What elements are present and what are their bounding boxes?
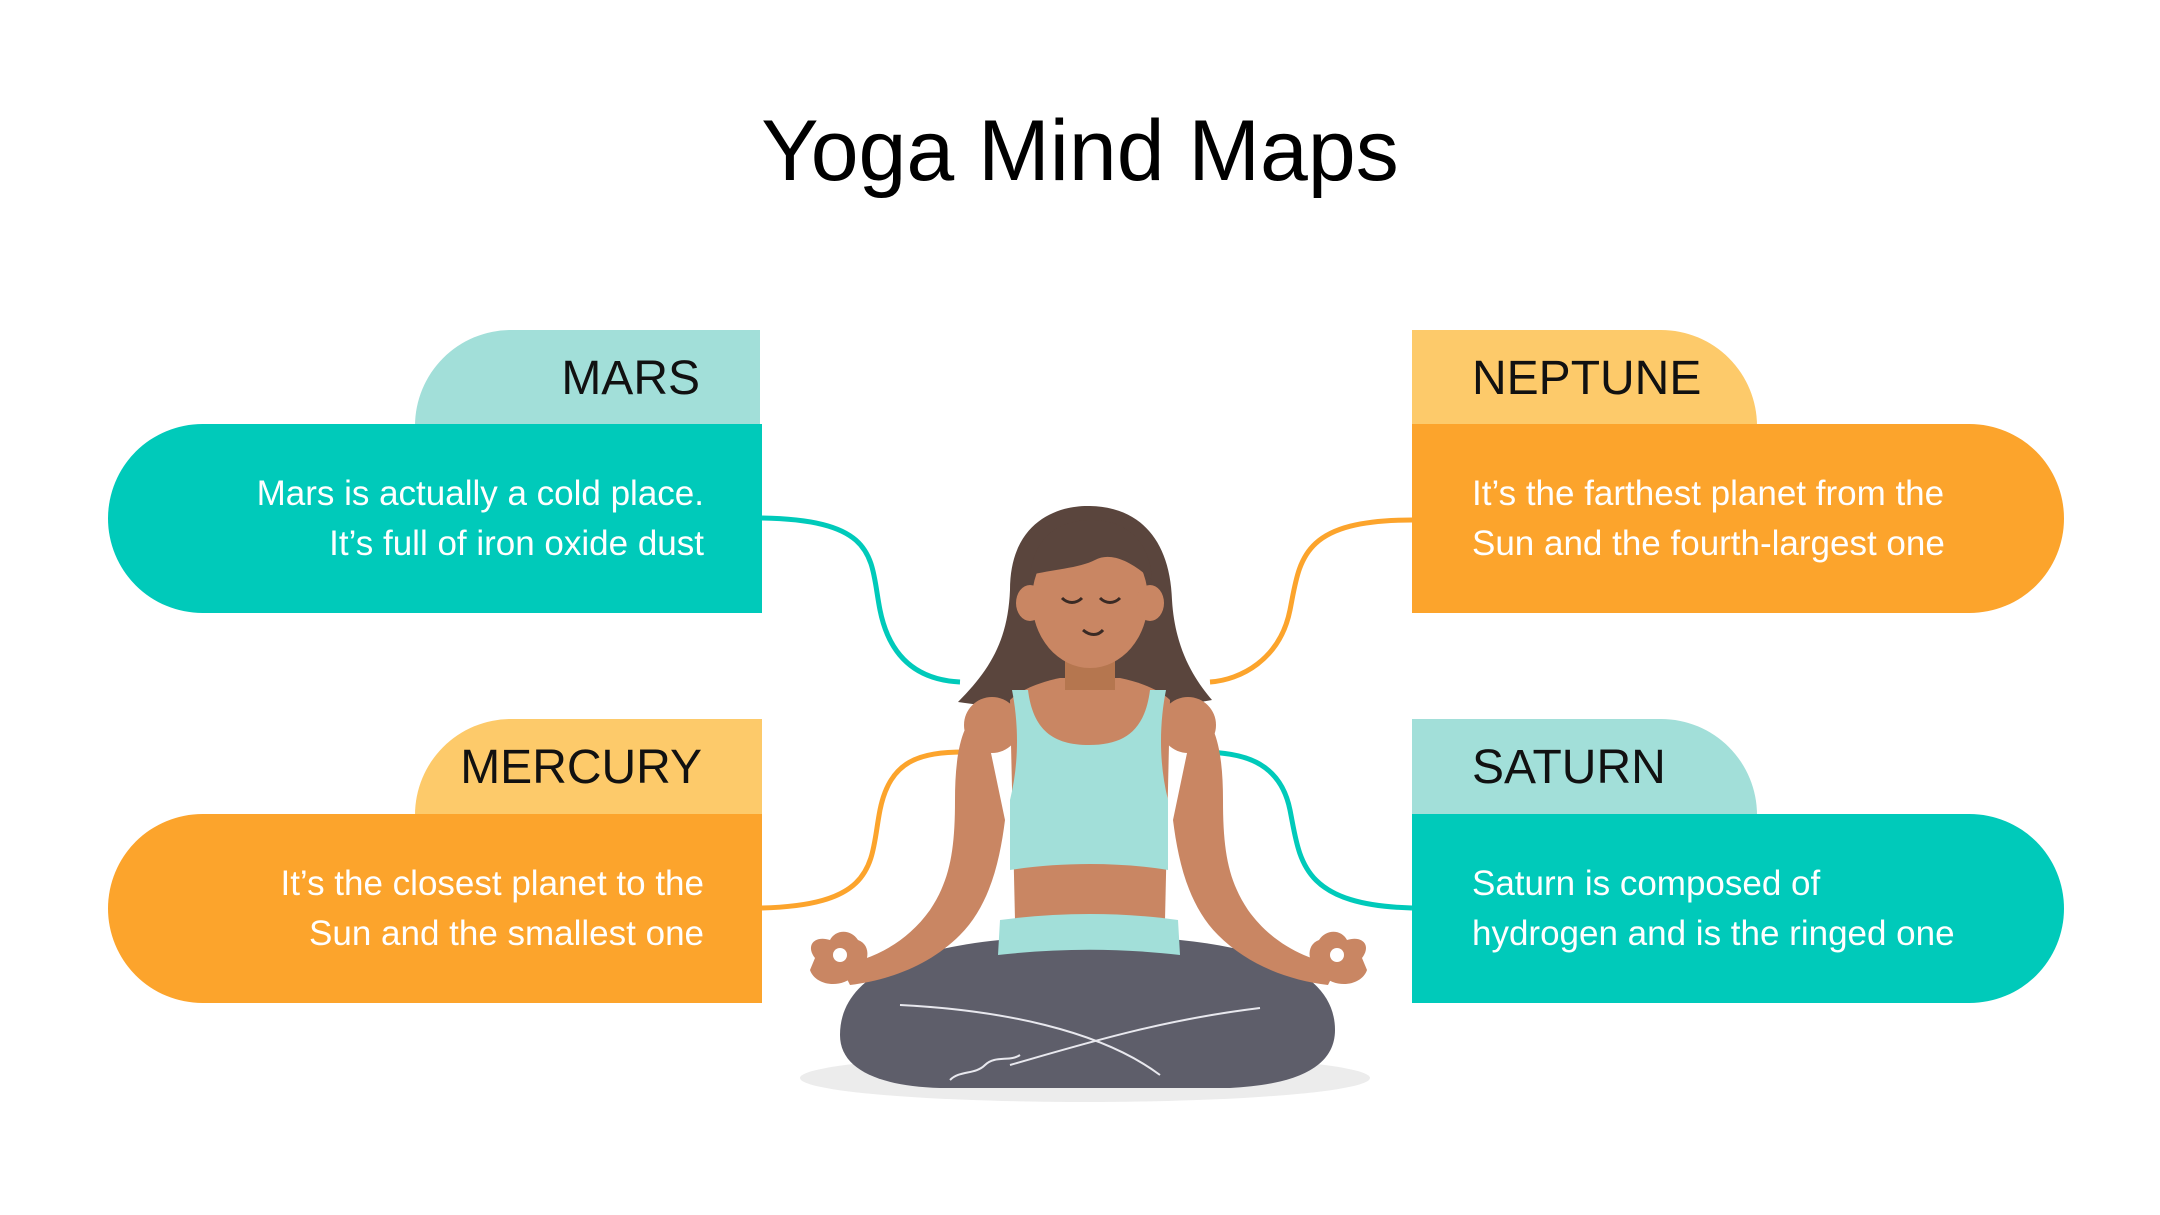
node-mars-body: Mars is actually a cold place. It’s full… [108, 424, 762, 613]
node-neptune-body: It’s the farthest planet from the Sun an… [1412, 424, 2064, 613]
connector-saturn [1199, 749, 1413, 911]
node-neptune-tab: NEPTUNE [1412, 330, 1757, 426]
node-saturn-body: Saturn is composed of hydrogen and is th… [1412, 814, 2064, 1003]
node-saturn-text: Saturn is composed of hydrogen and is th… [1472, 863, 1955, 953]
node-mercury-label: MERCURY [460, 740, 702, 794]
page-title: Yoga Mind Maps [761, 103, 1399, 199]
node-mars-tab: MARS [415, 330, 760, 426]
node-mars-label: MARS [561, 351, 700, 405]
node-mercury-text: It’s the closest planet to the Sun and t… [280, 863, 704, 953]
node-saturn-label: SATURN [1472, 740, 1666, 794]
node-mars-text: Mars is actually a cold place. It’s full… [256, 473, 704, 563]
node-mercury-tab: MERCURY [415, 719, 762, 815]
connector-mars [761, 515, 961, 685]
node-neptune-label: NEPTUNE [1472, 351, 1702, 405]
connector-neptune [1209, 517, 1413, 685]
node-saturn-tab: SATURN [1412, 719, 1757, 815]
node-mercury-body: It’s the closest planet to the Sun and t… [108, 814, 762, 1003]
connector-mercury [761, 749, 966, 911]
node-neptune-text: It’s the farthest planet from the Sun an… [1472, 473, 1945, 563]
